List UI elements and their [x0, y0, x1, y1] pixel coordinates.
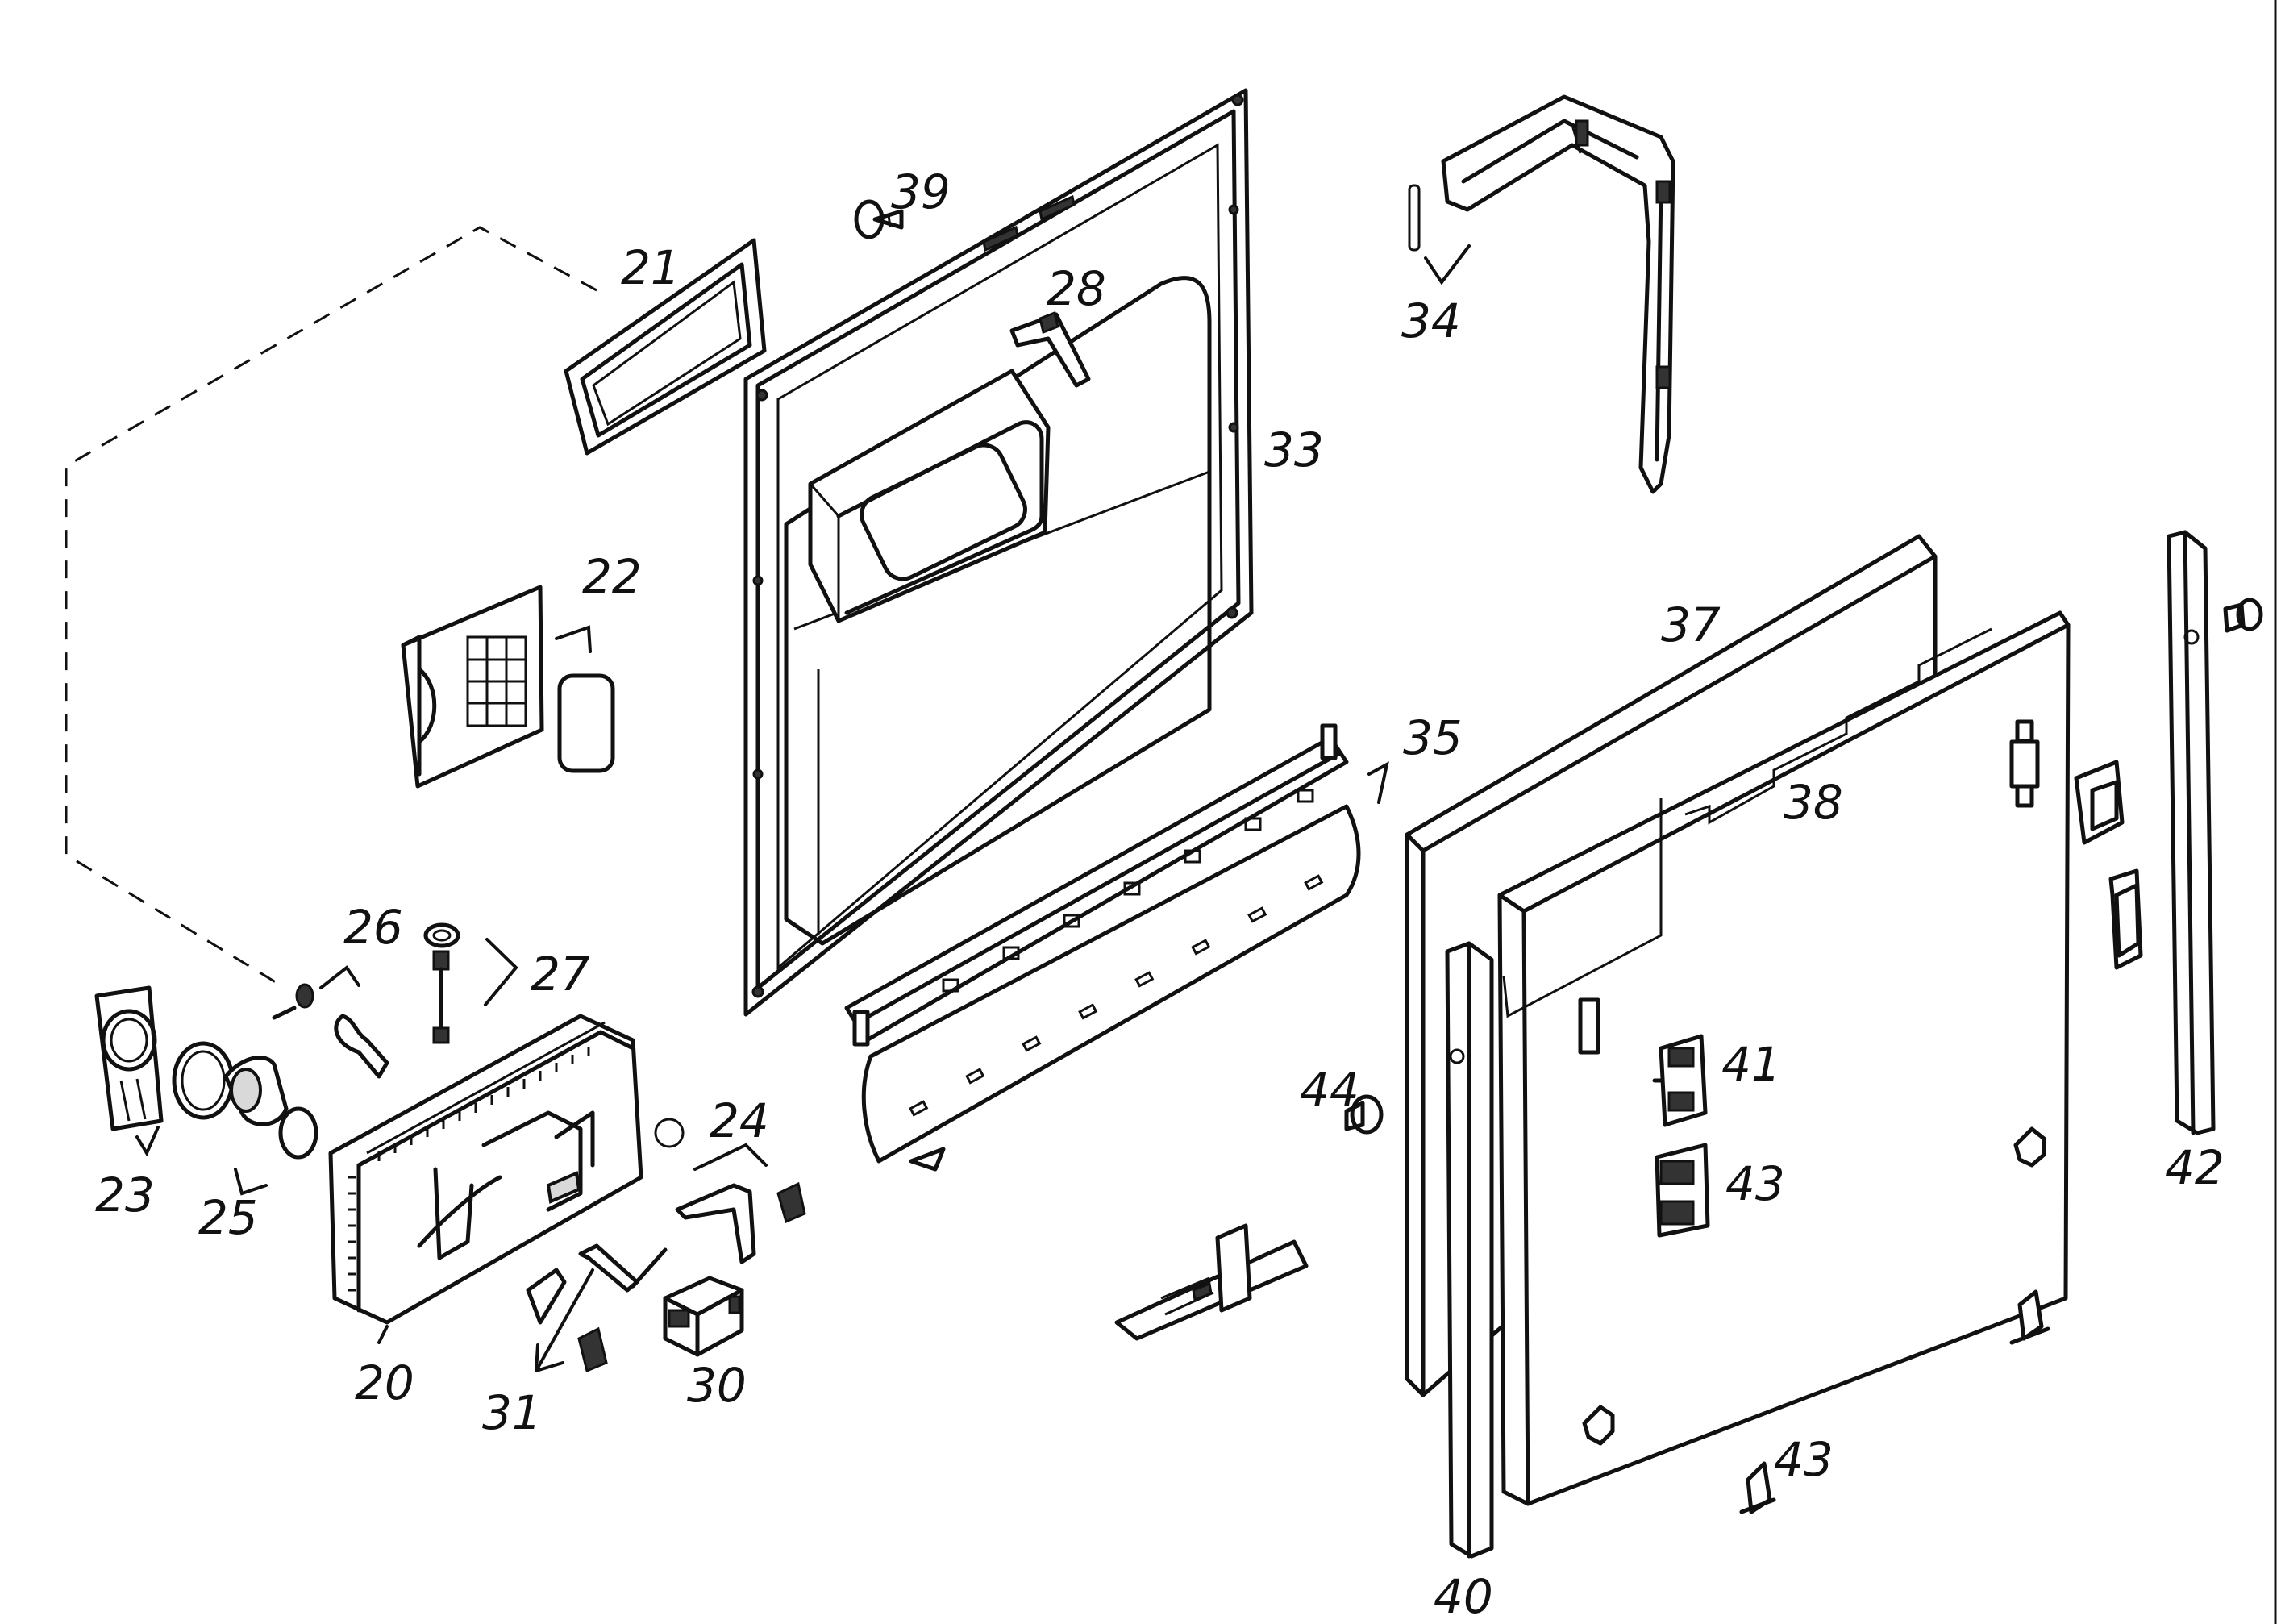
- label-35: 35: [1403, 710, 1463, 765]
- part-25-seal-cap: [172, 1041, 318, 1196]
- part-28-latch-clip: [1009, 310, 1091, 388]
- label-41: 41: [1721, 1037, 1781, 1092]
- part-38-decor-panel: [1497, 610, 2071, 1506]
- right-hinge-parts: [2074, 598, 2263, 970]
- part-43-small-clip-b: [2009, 1289, 2050, 1345]
- callout-labels: 20 21 22 23 24 25 26 27 28 30 31 33 34 3…: [95, 164, 2225, 1624]
- part-41-switch: [1652, 1034, 1708, 1127]
- part-26-spring-pin: [272, 965, 389, 1079]
- label-42: 42: [2165, 1140, 2225, 1195]
- label-23: 23: [95, 1168, 155, 1222]
- part-40-side-strip: [1445, 941, 1494, 1559]
- part-34-hinge-bracket: [1408, 94, 1675, 494]
- part-20-dispenser-body: [328, 1014, 643, 1344]
- part-42-side-strip: [2167, 530, 2216, 1135]
- label-31: 31: [482, 1385, 542, 1440]
- label-44: 44: [1300, 1063, 1359, 1118]
- label-39: 39: [891, 164, 951, 219]
- bottom-center-bracket: [1114, 1223, 1309, 1341]
- label-30: 30: [687, 1358, 747, 1413]
- label-28: 28: [1047, 261, 1106, 316]
- part-43-small-clip-a: [1739, 1461, 1776, 1514]
- label-26: 26: [343, 900, 403, 955]
- label-43-clip: 43: [1774, 1432, 1834, 1487]
- part-39-screw: [854, 199, 904, 239]
- part-43-hinge-plate: [1655, 1143, 1710, 1238]
- assembly-guide-dashed: [65, 226, 597, 985]
- label-25: 25: [198, 1190, 258, 1245]
- part-22-filter-cover: [401, 585, 615, 789]
- label-27: 27: [531, 947, 590, 1001]
- door-dispenser-window: [808, 369, 1051, 623]
- label-33: 33: [1264, 423, 1324, 477]
- part-35-control-rail: [844, 723, 1389, 1047]
- part-35-trim-strip: [861, 804, 1361, 1172]
- label-37: 37: [1661, 598, 1721, 652]
- part-27-plunger: [423, 922, 518, 1044]
- part-23-dispenser-lid: [94, 985, 164, 1157]
- label-21: 21: [621, 240, 681, 295]
- label-22: 22: [582, 549, 642, 604]
- label-43-hinge: 43: [1725, 1156, 1785, 1211]
- part-44-knob: [1344, 1094, 1384, 1135]
- label-40: 40: [1434, 1569, 1493, 1624]
- part-21-frame-gasket: [564, 238, 767, 456]
- label-38: 38: [1784, 775, 1843, 830]
- part-30-relay: [663, 1276, 744, 1357]
- part-24-lever-spring: [654, 1118, 806, 1264]
- label-20: 20: [355, 1355, 414, 1410]
- label-34: 34: [1401, 294, 1461, 348]
- label-24: 24: [710, 1093, 769, 1148]
- part-31-lever-assembly: [526, 1243, 668, 1373]
